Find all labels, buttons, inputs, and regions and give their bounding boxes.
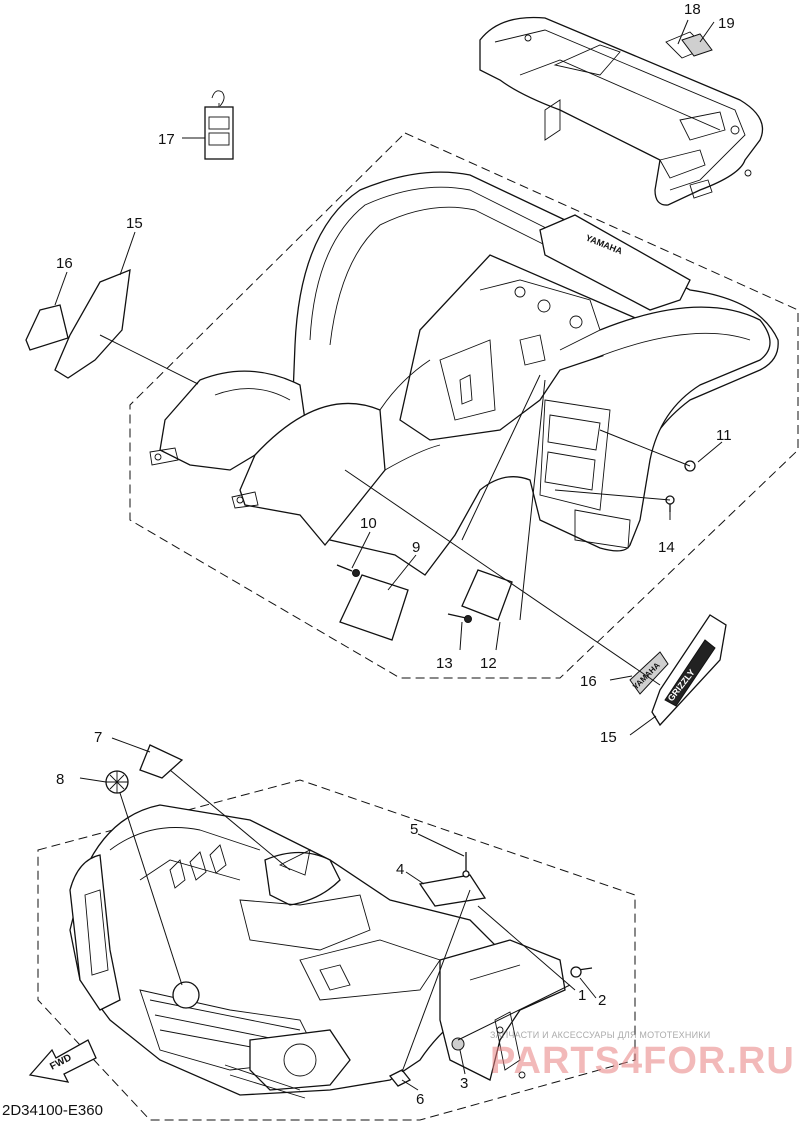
rear-fender: YAMAHA <box>149 171 779 576</box>
decal-15-left <box>54 268 131 379</box>
decal-18-19 <box>665 31 713 59</box>
callout-8: 8 <box>56 771 64 788</box>
decal-4 <box>418 874 487 907</box>
callout-4: 4 <box>396 861 404 878</box>
callout-15-bottom: 15 <box>600 729 617 746</box>
warning-tag-17 <box>204 90 234 160</box>
rivet-5 <box>462 852 470 878</box>
callout-7: 7 <box>94 729 102 746</box>
callout-16-bottom: 16 <box>580 673 597 690</box>
bolt-13 <box>447 613 472 623</box>
callout-17: 17 <box>158 131 175 148</box>
decal-16-left <box>25 304 69 351</box>
bolt-2 <box>570 966 593 978</box>
callout-5: 5 <box>410 821 418 838</box>
callout-14: 14 <box>658 539 675 556</box>
callout-labels: 1 2 3 4 5 6 7 8 9 10 11 12 13 14 15 15 1… <box>56 1 735 1108</box>
callout-2: 2 <box>598 992 606 1009</box>
callout-9: 9 <box>412 539 420 556</box>
rear-group-boundary <box>129 132 799 679</box>
callout-15-top: 15 <box>126 215 143 232</box>
callout-16-top: 16 <box>56 255 73 272</box>
front-fender <box>69 804 566 1099</box>
watermark: ЗАПЧАСТИ И АКСЕССУАРЫ ДЛЯ МОТОТЕХНИКИ PA… <box>490 1030 800 1100</box>
callout-1: 1 <box>578 987 586 1004</box>
front-group-boundary <box>37 779 636 1121</box>
nut-3 <box>451 1037 465 1051</box>
leader-lines <box>54 19 723 1091</box>
watermark-tagline: ЗАПЧАСТИ И АКСЕССУАРЫ ДЛЯ МОТОТЕХНИКИ <box>490 1030 711 1040</box>
callout-11: 11 <box>716 427 732 444</box>
emblem-plate-9 <box>339 574 409 641</box>
callout-19: 19 <box>718 15 735 32</box>
bolt-10 <box>336 564 360 577</box>
watermark-logo: PARTS4FOR.RU <box>490 1040 795 1082</box>
callout-18: 18 <box>684 1 701 18</box>
rear-carrier-rack <box>479 16 764 206</box>
callout-6: 6 <box>416 1091 424 1108</box>
callout-3: 3 <box>460 1075 468 1092</box>
callout-10: 10 <box>360 515 377 532</box>
decal-7 <box>139 744 184 779</box>
callout-13: 13 <box>436 655 453 672</box>
callout-12: 12 <box>480 655 497 672</box>
diagram-code: 2D34100-E360 <box>2 1102 103 1119</box>
emblem-8 <box>105 770 129 794</box>
decal-15-right: GRIZZLY <box>651 614 727 727</box>
plate-12 <box>461 569 513 621</box>
fwd-arrow: FWD <box>28 1039 97 1083</box>
